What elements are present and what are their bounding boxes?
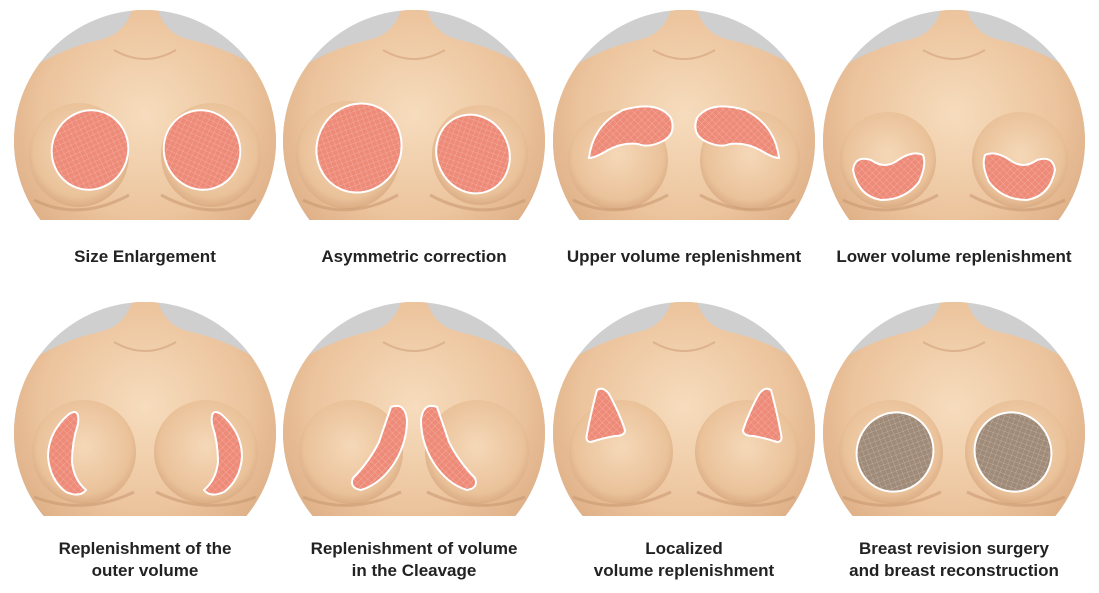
- panel-caption: Lower volume replenishment: [817, 246, 1091, 268]
- panel-caption: Size Enlargement: [8, 246, 282, 268]
- caption-line: Breast revision surgery: [859, 539, 1049, 558]
- panel-caption: Asymmetric correction: [277, 246, 551, 268]
- torso-illustration: [14, 302, 276, 516]
- size-enlargement-area: [50, 109, 242, 191]
- panel-lower-volume: Lower volume replenishment: [823, 10, 1085, 300]
- revision-reconstruction-area: [855, 411, 1053, 493]
- asymmetric-correction-area: [315, 102, 511, 195]
- panel-caption: Replenishment of the outer volume: [8, 538, 282, 582]
- panel-caption: Upper volume replenishment: [547, 246, 821, 268]
- torso-illustration: [553, 302, 815, 516]
- panel-outer-volume: Replenishment of the outer volume: [14, 302, 276, 592]
- cleavage-volume-area: [351, 404, 477, 492]
- caption-line: Lower volume replenishment: [836, 247, 1072, 266]
- caption-line: volume replenishment: [593, 561, 775, 580]
- panel-asymmetric-correction: Asymmetric correction: [283, 10, 545, 300]
- caption-line: Size Enlargement: [74, 247, 216, 266]
- torso-illustration: [823, 302, 1085, 516]
- torso-illustration: [283, 302, 545, 516]
- torso-illustration: [283, 10, 545, 220]
- caption-line: Upper volume replenishment: [566, 247, 802, 266]
- localized-volume-area: [585, 387, 783, 444]
- lower-volume-area: [851, 152, 1057, 202]
- caption-line: Asymmetric correction: [321, 247, 507, 266]
- panel-caption: Localized volume replenishment: [547, 538, 821, 582]
- torso-illustration: [14, 10, 276, 220]
- caption-line: in the Cleavage: [351, 561, 477, 580]
- torso-illustration: [553, 10, 815, 220]
- panel-cleavage-volume: Replenishment of volume in the Cleavage: [283, 302, 545, 592]
- panel-upper-volume: Upper volume replenishment: [553, 10, 815, 300]
- caption-line: Replenishment of the: [58, 539, 232, 558]
- caption-line: Localized: [645, 539, 723, 558]
- panel-localized-volume: Localized volume replenishment: [553, 302, 815, 592]
- panel-caption: Replenishment of volume in the Cleavage: [277, 538, 551, 582]
- outer-volume-area: [46, 411, 244, 496]
- panel-revision-reconstruction: Breast revision surgery and breast recon…: [823, 302, 1085, 592]
- upper-volume-area: [587, 105, 781, 160]
- torso-illustration: [823, 10, 1085, 220]
- caption-line: and breast reconstruction: [849, 561, 1059, 580]
- caption-line: Replenishment of volume: [310, 539, 518, 558]
- panel-size-enlargement: Size Enlargement: [14, 10, 276, 300]
- panel-caption: Breast revision surgery and breast recon…: [817, 538, 1091, 582]
- caption-line: outer volume: [91, 561, 199, 580]
